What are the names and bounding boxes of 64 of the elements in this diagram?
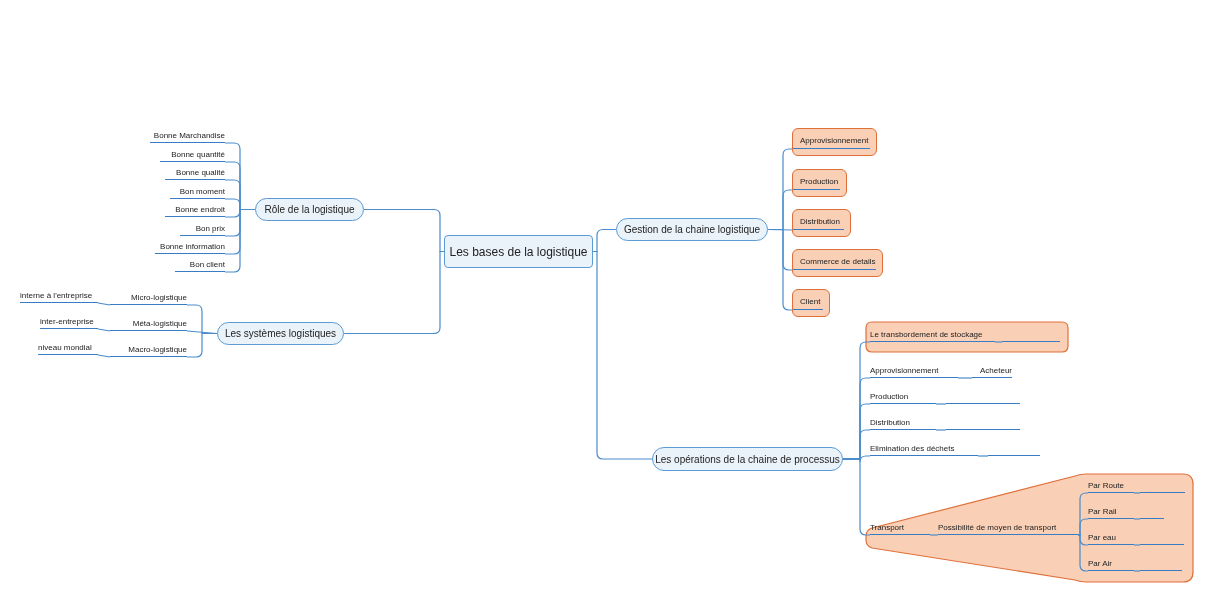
subtopic-text: Par Route: [1088, 479, 1134, 493]
connector-line: [186, 332, 218, 358]
subtopic-text: Par Rail: [1088, 505, 1134, 519]
subtopic-text: Bonne qualité: [165, 166, 225, 180]
subtopic-text: Bon moment: [170, 185, 225, 199]
subtopic-box: [792, 169, 847, 197]
main-topic: [616, 218, 768, 241]
subtopic-text: Micro-logistique: [110, 291, 187, 305]
topic-label: Les bases de la logistique: [449, 244, 588, 259]
topic-label: Rôle de la logistique: [264, 204, 355, 215]
connector-line: [1077, 534, 1089, 572]
connector-line: [957, 377, 973, 379]
topic-label: Production: [800, 176, 839, 186]
connector-line: [935, 403, 947, 405]
subtopic-text: Elimination des déchets: [870, 442, 978, 456]
subtopic-text: Bon prix: [180, 222, 225, 236]
connector-line: [977, 455, 989, 457]
main-topic: [652, 447, 843, 471]
main-topic: [217, 322, 344, 345]
central-topic: [444, 235, 593, 268]
topic-label: Approvisionnement: [800, 135, 869, 145]
subtopic-text: Distribution: [870, 416, 936, 430]
connector-line: [224, 208, 256, 273]
main-topic: [255, 198, 364, 221]
subtopic-text: Méta-logistique: [110, 317, 187, 331]
connector-line: [1133, 570, 1141, 572]
subtopic-box: [792, 128, 877, 156]
subtopic-text: Transport: [870, 521, 930, 535]
topic-label: Commerce de details: [800, 256, 876, 266]
subtopic-text: Le transbordement de stockage: [870, 328, 995, 342]
subtopic-text: interne à l'entreprise: [20, 289, 98, 303]
topic-label: Les opérations de la chaine de processus: [655, 453, 840, 465]
connector-line: [929, 534, 939, 536]
subtopic-text: Macro-logistique: [110, 343, 187, 357]
connector-line: [1133, 544, 1141, 546]
subtopic-text: Bonne information: [155, 240, 225, 254]
subtopic-text: Approvisionnement: [870, 364, 958, 378]
subtopic-text: Possibilité de moyen de transport: [938, 521, 1078, 535]
topic-label: Client: [800, 296, 821, 306]
connector-line: [1133, 492, 1141, 494]
topic-label: Gestion de la chaine logistique: [623, 224, 761, 235]
subtopic-text: Bonne quantité: [160, 148, 225, 162]
subtopic-text: Bon client: [175, 258, 225, 272]
subtopic-box: [792, 209, 851, 237]
topic-label: Les systèmes logistiques: [224, 328, 337, 339]
connector-line: [1077, 518, 1089, 536]
subtopic-text: inter-entreprise: [40, 315, 98, 329]
topic-label: Distribution: [800, 216, 840, 226]
connector-line: [97, 354, 111, 358]
connector-line: [97, 328, 111, 332]
connector-line: [1133, 518, 1141, 520]
connector-line: [97, 302, 111, 306]
subtopic-box: [792, 249, 883, 277]
subtopic-text: Production: [870, 390, 936, 404]
subtopic-box: [792, 289, 830, 317]
subtopic-text: Par eau: [1088, 531, 1134, 545]
subtopic-text: Par Air: [1088, 557, 1134, 571]
connector-line: [935, 429, 947, 431]
connector-line: [994, 341, 1003, 343]
subtopic-text: niveau mondial: [38, 341, 98, 355]
subtopic-text: Bonne Marchandise: [150, 129, 225, 143]
subtopic-text: Acheteur: [972, 364, 1012, 378]
subtopic-text: Bonne endroit: [165, 203, 225, 217]
connector-line: [767, 228, 793, 311]
